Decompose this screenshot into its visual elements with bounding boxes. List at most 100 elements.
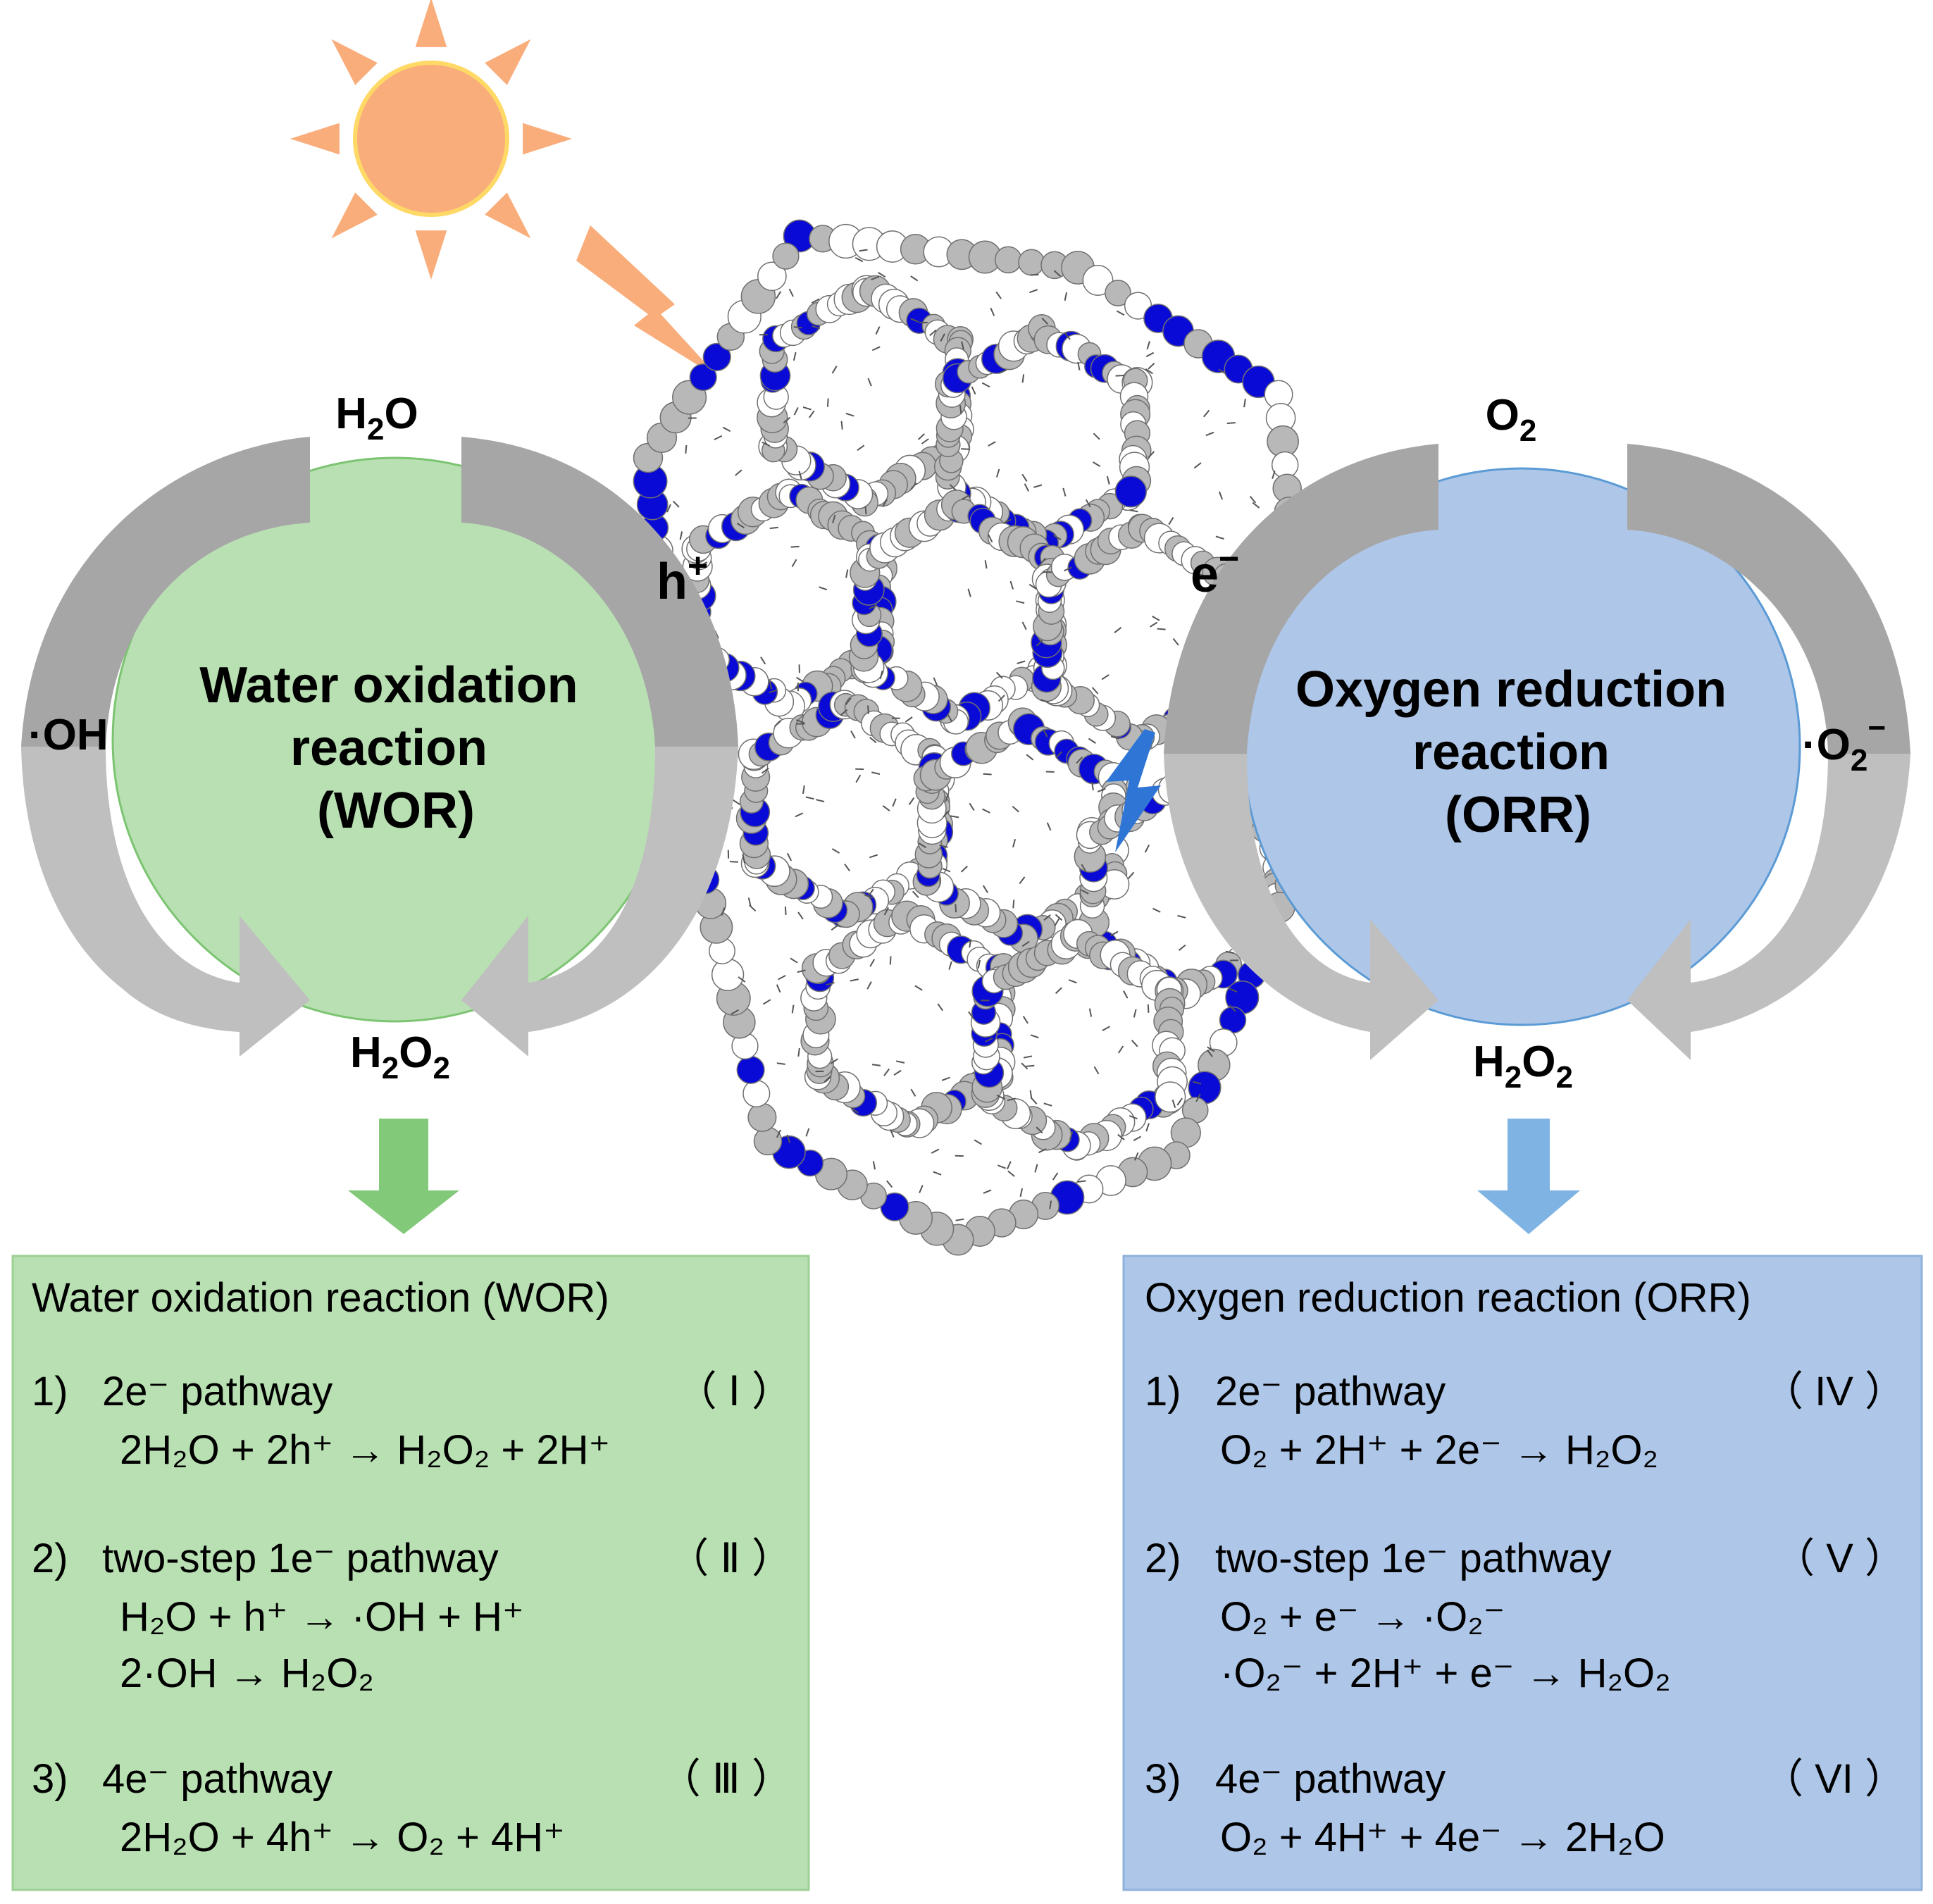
cof-bond xyxy=(747,897,752,907)
pathway-label: two-step 1e⁻ pathway xyxy=(102,1536,499,1581)
cof-bond xyxy=(844,864,850,871)
wor-cycle: H2O ·OH H2O2 h+ Water oxidation reaction… xyxy=(21,390,738,1085)
cof-bond xyxy=(1088,738,1097,744)
orr-reactant-label: O2 xyxy=(1486,391,1537,448)
cof-bond xyxy=(795,676,804,683)
cof-bond xyxy=(1117,1045,1124,1054)
sun-disc xyxy=(353,61,509,217)
cof-bond xyxy=(742,854,745,864)
cof-bond xyxy=(1110,931,1119,937)
cof-bond xyxy=(940,333,945,342)
cof-bond xyxy=(1148,362,1155,370)
cof-bond xyxy=(1168,516,1174,525)
cof-bond xyxy=(1218,491,1224,500)
cof-bond xyxy=(1144,845,1150,853)
cof-bond xyxy=(699,561,708,567)
cof-bond xyxy=(776,984,781,993)
cof-bond xyxy=(1077,1180,1086,1183)
cof-bond xyxy=(942,867,951,873)
cof-bond xyxy=(1076,757,1083,764)
orr-panel-box xyxy=(1122,1255,1923,1891)
cof-bond xyxy=(823,1076,831,1083)
cof-bond xyxy=(1127,871,1135,879)
cof-bond xyxy=(762,441,771,447)
cof-atom xyxy=(1105,280,1131,306)
cof-bond xyxy=(939,845,948,848)
cof-bond xyxy=(1054,918,1060,927)
cof-bond xyxy=(869,737,877,744)
cof-bond xyxy=(985,1037,993,1043)
orr-pathway-list: 1)2e⁻ pathway（ IV ）O₂ + 2H⁺ + 2e⁻ → H₂O₂… xyxy=(1145,1369,1906,1860)
cof-bond xyxy=(1252,502,1260,509)
cof-bond xyxy=(871,275,880,280)
cof-bond xyxy=(1052,1172,1059,1181)
cof-bond xyxy=(968,1011,974,1019)
cof-bond xyxy=(947,714,952,722)
cof-bond xyxy=(731,1009,739,1015)
wor-circle-title: Water oxidation reaction (WOR) xyxy=(199,657,592,839)
cof-bond xyxy=(990,307,995,316)
cof-bond xyxy=(1053,535,1062,540)
cof-bond xyxy=(908,797,915,805)
cof-bond xyxy=(1178,944,1186,951)
orr-panel: Oxygen reduction reaction (ORR) 1)2e⁻ pa… xyxy=(1122,1255,1923,1891)
pathway-label: 2e⁻ pathway xyxy=(102,1369,332,1414)
reaction-equation: 2H₂O + 2h⁺ → H₂O₂ + 2H⁺ xyxy=(120,1427,610,1473)
cof-bond xyxy=(995,671,1003,679)
cof-bond xyxy=(1036,1126,1043,1134)
cof-bond xyxy=(1055,987,1062,995)
cof-bond xyxy=(1053,270,1062,278)
cof-bond xyxy=(791,1004,795,1014)
pathway-roman-numeral: （ Ⅲ ） xyxy=(660,1756,793,1802)
cof-bond xyxy=(1129,1115,1138,1120)
cof-atom xyxy=(757,261,787,292)
cof-bond xyxy=(783,416,791,424)
cof-bond xyxy=(736,523,745,529)
cof-bond xyxy=(840,421,843,430)
cof-bond xyxy=(933,677,938,686)
cof-bond xyxy=(850,730,856,739)
cof-bond xyxy=(864,506,867,515)
cof-bond xyxy=(1205,431,1214,437)
cof-bond xyxy=(988,534,993,543)
cof-bond xyxy=(878,272,886,278)
pathway-number: 2) xyxy=(32,1536,68,1581)
cof-atom xyxy=(747,1102,777,1132)
cof-bond xyxy=(866,981,872,990)
cof-bond xyxy=(722,426,731,433)
cof-bond xyxy=(797,969,806,973)
cof-bond xyxy=(855,768,864,771)
cof-bond xyxy=(816,799,825,802)
cof-bond xyxy=(882,805,890,811)
cof-bond xyxy=(914,985,923,991)
cof-bond xyxy=(892,798,897,807)
cof-bond xyxy=(1024,483,1029,492)
cof-bond xyxy=(955,1218,964,1221)
cof-bond xyxy=(1021,940,1030,947)
reaction-equation: O₂ + 2H⁺ + 2e⁻ → H₂O₂ xyxy=(1220,1427,1658,1473)
cof-bond xyxy=(1062,487,1067,497)
cof-bond xyxy=(983,773,992,776)
cof-bond xyxy=(1117,1133,1125,1140)
cof-bond xyxy=(1009,580,1014,590)
reaction-equation: ·O₂⁻ + 2H⁺ + e⁻ → H₂O₂ xyxy=(1220,1650,1671,1696)
cof-bond xyxy=(845,569,849,578)
cof-bond xyxy=(1028,583,1037,590)
orr-down-arrow xyxy=(1477,1119,1580,1234)
reaction-equation: O₂ + e⁻ → ·O₂⁻ xyxy=(1220,1594,1505,1640)
cof-bond xyxy=(867,705,869,714)
sun-rays xyxy=(290,0,572,280)
cof-bond xyxy=(1102,1026,1110,1031)
light-bolt-icon xyxy=(576,225,720,379)
cof-bond xyxy=(850,978,859,982)
cof-bond xyxy=(864,894,873,899)
cof-bond xyxy=(1007,1170,1015,1177)
cof-bond xyxy=(918,842,927,849)
cof-bond xyxy=(937,1003,944,1012)
sun-ray xyxy=(485,192,531,239)
cof-bond xyxy=(666,504,671,513)
cof-bond xyxy=(875,326,881,335)
orr-arrow-right-upper xyxy=(1627,444,1910,754)
cof-bond xyxy=(1041,317,1049,325)
cof-bond xyxy=(1040,699,1049,703)
